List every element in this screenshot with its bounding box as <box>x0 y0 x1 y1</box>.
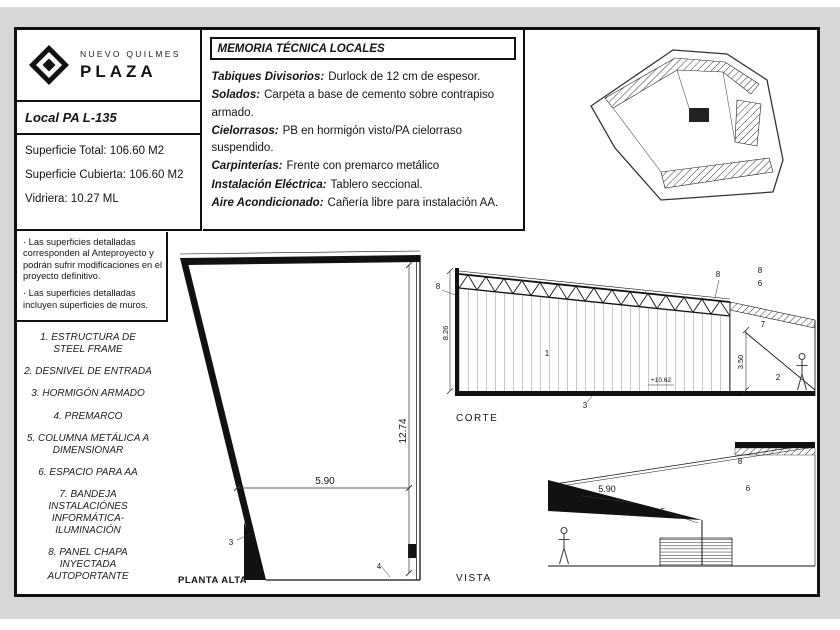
site-roads <box>612 69 736 173</box>
elevation-vista: 5.90 8 5 6 VISTA <box>456 442 816 584</box>
memoria-item-text: PB en hormigón visto/PA cielorraso suspe… <box>211 124 463 154</box>
surface-info: Superficie Total: 106.60 M2 Superficie C… <box>17 135 200 205</box>
vista-callout-5: 5 <box>661 507 666 516</box>
vista-louver-block <box>659 537 733 567</box>
corte-callout-7: 7 <box>761 320 766 329</box>
drawings-area: 12.74 5.90 3 4 PLANTA ALTA <box>178 250 816 586</box>
plan-wall-wedge <box>244 522 266 580</box>
corte-callout-3: 3 <box>583 401 588 410</box>
person-figure-corte <box>796 352 808 391</box>
site-building-south <box>660 157 774 189</box>
vista-dim-width-text: 5.90 <box>598 484 616 494</box>
plan-column <box>408 544 416 558</box>
plan-callout-3: 3 <box>229 538 234 547</box>
corte-callout-8-left: 8 <box>436 282 441 291</box>
corte-callout-1: 1 <box>545 349 550 358</box>
note-muros: · Las superficies detalladas incluyen su… <box>23 287 149 310</box>
brand-name-top: NUEVO QUILMES <box>80 48 181 59</box>
drawing-sheet: NUEVO QUILMES PLAZA Local PA L-135 Super… <box>14 27 820 597</box>
corte-left-wall <box>455 268 459 396</box>
vista-label: VISTA <box>456 573 492 584</box>
corte-callout-6: 6 <box>758 279 763 288</box>
plan-top-wall <box>180 255 420 265</box>
memoria-item-label: Tabiques Divisorios: <box>211 71 325 83</box>
memoria-item-label: Aire Acondicionado: <box>211 196 324 209</box>
plan-dim-width-text: 5.90 <box>315 476 335 487</box>
brand-name-bottom: PLAZA <box>80 61 157 81</box>
memoria-title: MEMORIA TÉCNICA LOCALES <box>209 37 516 60</box>
corte-floor-slab <box>455 391 815 396</box>
corte-right-block <box>729 301 816 396</box>
local-title: Local PA L-135 <box>17 102 200 135</box>
corte-level-text: +10.62 <box>651 377 671 384</box>
legend-item-8: 8. PANEL CHAPA INYECTADA AUTOPORTANTE <box>47 547 129 582</box>
memoria-list: Tabiques Divisorios:Durlock de 12 cm de … <box>203 60 523 212</box>
site-local-highlight <box>689 108 709 122</box>
brand-logo-area: NUEVO QUILMES PLAZA <box>17 30 200 102</box>
plan-dim-height: 12.74 <box>398 261 413 577</box>
plan-dim-width: 5.90 <box>233 476 413 492</box>
vista-callout-6: 6 <box>746 484 751 493</box>
section-corte: 8.26 3.50 +10.62 8 8 8 6 1 7 2 3 CORTE <box>436 266 816 424</box>
legend-list: 1. ESTRUCTURA DE STEEL FRAME 2. DESNIVEL… <box>17 332 159 593</box>
corte-callout-8-right: 8 <box>758 266 763 275</box>
corte-callout-2: 2 <box>776 373 781 382</box>
vidriera: Vidriera: 10.27 ML <box>25 193 119 205</box>
title-block: NUEVO QUILMES PLAZA Local PA L-135 Super… <box>17 30 202 231</box>
corte-label: CORTE <box>456 413 498 424</box>
legend-item-4: 4. PREMARCO <box>53 410 123 422</box>
memoria-item-label: Cielorrasos: <box>211 124 279 137</box>
memoria-item: Tabiques Divisorios:Durlock de 12 cm de … <box>212 69 515 86</box>
corte-siding <box>459 288 730 391</box>
superficie-total: Superficie Total: 106.60 M2 <box>25 145 165 157</box>
memoria-item: Cielorrasos:PB en hormigón visto/PA ciel… <box>212 123 515 158</box>
legend-item-7: 7. BANDEJA INSTALACIÓNES INFORMÁTICA-ILU… <box>48 489 128 536</box>
corte-callout-8-top: 8 <box>716 270 721 279</box>
brand-text: NUEVO QUILMES PLAZA <box>80 49 181 82</box>
vista-roof-slope <box>547 443 816 486</box>
vista-roof-edge <box>735 442 815 448</box>
memoria-item: Aire Acondicionado:Cañería libre para in… <box>212 195 515 212</box>
memoria-item-label: Solados: <box>211 89 261 102</box>
memoria-item-text: Tablero seccional. <box>330 178 423 191</box>
plan-callout-4: 4 <box>377 562 382 571</box>
site-building-north <box>604 57 760 109</box>
memoria-item-label: Carpinterías: <box>211 160 283 173</box>
corte-dim-right: 3.50 <box>736 326 750 394</box>
diamond-logo-icon <box>29 45 69 85</box>
site-plan-map <box>590 49 784 201</box>
plan-left-wall <box>180 258 266 580</box>
memoria-item-text: Cañería libre para instalación AA. <box>327 196 499 209</box>
legend-item-1: 1. ESTRUCTURA DE STEEL FRAME <box>40 332 136 355</box>
corte-dim-left-text: 8.26 <box>441 326 450 341</box>
note-anteproyecto: · Las superficies detalladas corresponde… <box>23 236 163 282</box>
memoria-item-label: Instalación Eléctrica: <box>211 178 327 191</box>
memoria-item: Instalación Eléctrica:Tablero seccional. <box>212 177 515 194</box>
memoria-item-text: Durlock de 12 cm de espesor. <box>328 71 481 83</box>
superficie-cubierta: Superficie Cubierta: 106.60 M2 <box>25 169 184 181</box>
notes-box: · Las superficies detalladas corresponde… <box>17 231 168 323</box>
memoria-item-text: Carpeta a base de cemento sobre contrapi… <box>211 89 495 119</box>
legend-item-5: 5. COLUMNA METÁLICA A DIMENSIONAR <box>26 432 150 456</box>
plan-label: PLANTA ALTA <box>178 575 247 586</box>
memoria-item: Solados:Carpeta a base de cemento sobre … <box>212 87 515 122</box>
legend-item-3: 3. HORMIGÓN ARMADO <box>31 388 145 400</box>
plan-dim-height-text: 12.74 <box>398 418 409 443</box>
legend-item-2: 2. DESNIVEL DE ENTRADA <box>24 366 152 378</box>
legend-item-6: 6. ESPACIO PARA AA <box>38 467 138 479</box>
memoria-item-text: Frente con premarco metálico <box>286 160 440 173</box>
memoria-tecnica-panel: MEMORIA TÉCNICA LOCALES Tabiques Divisor… <box>202 30 525 231</box>
site-building-east <box>734 99 762 147</box>
memoria-item: Carpinterías:Frente con premarco metálic… <box>212 158 515 175</box>
vista-callout-8: 8 <box>738 457 743 466</box>
corte-dim-left: 8.26 <box>441 267 454 395</box>
corte-dim-right-text: 3.50 <box>736 355 745 370</box>
vista-ramp-wedge <box>548 480 702 520</box>
person-figure-vista <box>558 526 570 565</box>
floor-plan: 12.74 5.90 3 4 PLANTA ALTA <box>178 250 421 586</box>
